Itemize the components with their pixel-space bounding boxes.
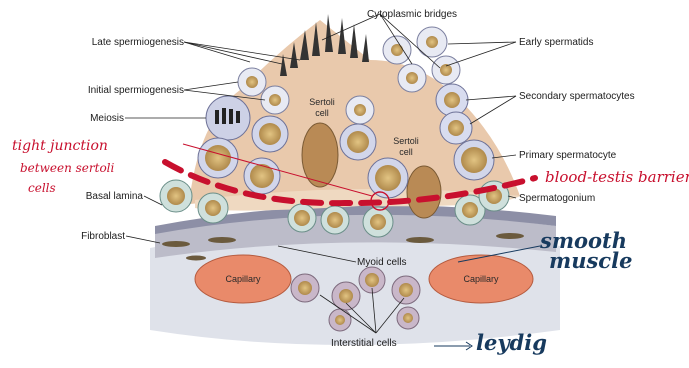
- label-secondary-spermatocytes: Secondary spermatocytes: [519, 91, 635, 102]
- label-myoid-cells: Myoid cells: [357, 257, 406, 268]
- annotation-tight-junction-line1: tight junction: [12, 138, 108, 154]
- sertoli-nucleus-2: [407, 166, 441, 218]
- label-cytoplasmic-bridges: Cytoplasmic bridges: [367, 9, 457, 20]
- label-spermatogonium: Spermatogonium: [519, 193, 595, 204]
- label-initial-spermiogenesis: Initial spermiogenesis: [88, 85, 184, 96]
- label-late-spermiogenesis: Late spermiogenesis: [92, 37, 184, 48]
- annotation-tight-junction-line2: between sertoli: [20, 161, 115, 175]
- label-capillary-left: Capillary: [225, 274, 261, 284]
- label-capillary-right: Capillary: [463, 274, 499, 284]
- annotation-leydig: leydig: [476, 330, 547, 355]
- annotation-tight-junction-line3: cells: [28, 181, 56, 195]
- label-sertoli-cell-1-line2: cell: [315, 108, 329, 118]
- label-sertoli-cell-2-line1: Sertoli: [393, 136, 419, 146]
- sertoli-nucleus-1: [302, 123, 338, 187]
- label-early-spermatids: Early spermatids: [519, 37, 593, 48]
- label-basal-lamina: Basal lamina: [86, 191, 144, 202]
- label-primary-spermatocyte: Primary spermatocyte: [519, 150, 617, 161]
- label-meiosis: Meiosis: [90, 113, 124, 124]
- annotation-blood-testis-barrier: blood-testis barrier: [545, 168, 689, 186]
- label-interstitial-cells: Interstitial cells: [331, 338, 397, 349]
- label-sertoli-cell-2-line2: cell: [399, 147, 413, 157]
- annotation-muscle: muscle: [549, 248, 632, 273]
- label-fibroblast: Fibroblast: [81, 231, 125, 242]
- label-sertoli-cell-1-line1: Sertoli: [309, 97, 335, 107]
